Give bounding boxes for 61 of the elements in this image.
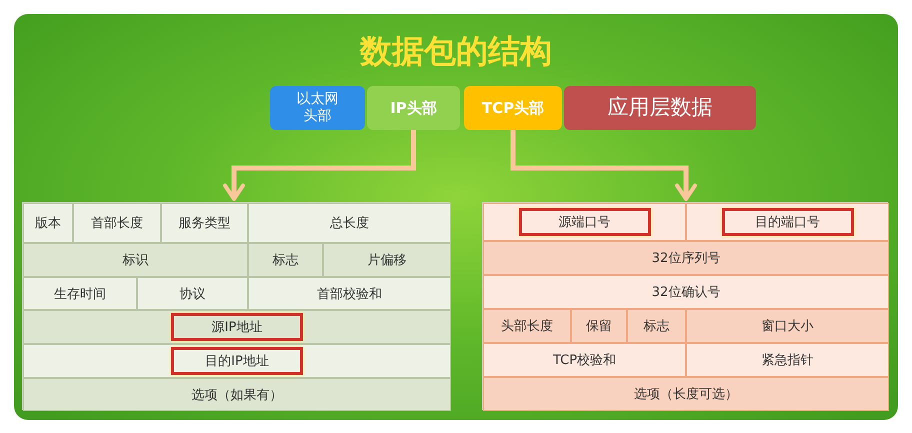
- field-label: 标志: [272, 252, 298, 269]
- field-label: 32位序列号: [652, 250, 720, 267]
- table-cell: [23, 378, 451, 411]
- table-cell: [483, 309, 571, 343]
- segment-box: [564, 86, 756, 130]
- segment-label: IP头部: [390, 99, 437, 117]
- segment-box: [270, 86, 365, 130]
- table-cell: [483, 241, 889, 275]
- field-label: 头部长度: [501, 318, 553, 335]
- segment-box: [464, 86, 562, 130]
- table-cell: [571, 309, 627, 343]
- table-cell: [248, 203, 451, 243]
- field-label: 标识: [122, 252, 148, 269]
- field-label: 服务类型: [178, 215, 230, 232]
- highlighted-field-label: 目的IP地址: [171, 347, 303, 375]
- field-label: TCP校验和: [552, 352, 616, 369]
- segment-box: [367, 86, 460, 130]
- field-label: 首部校验和: [317, 286, 382, 302]
- table-cell: [161, 203, 248, 243]
- arrow: [223, 130, 416, 201]
- field-label: 生存时间: [54, 286, 106, 302]
- table-cell: [483, 275, 889, 309]
- title: 数据包的结构: [360, 31, 552, 72]
- table-cell: [686, 203, 889, 241]
- table-cell: [323, 243, 451, 277]
- arrow: [510, 130, 697, 201]
- field-label: 选项（长度可选）: [634, 386, 738, 403]
- table-cell: [23, 344, 451, 378]
- table-cell: [137, 277, 248, 310]
- segment-label: TCP头部: [482, 99, 544, 117]
- table-cell: [23, 243, 248, 277]
- table-cell: [483, 377, 889, 411]
- highlighted-field-label: 目的端口号: [722, 208, 854, 236]
- highlighted-field-label: 源端口号: [518, 208, 650, 236]
- field-label: 窗口大小: [762, 318, 814, 335]
- header-table: [482, 202, 888, 410]
- table-cell: [483, 343, 686, 377]
- table-cell: [686, 309, 889, 343]
- header-table: [22, 202, 450, 410]
- field-label: 片偏移: [368, 252, 406, 269]
- table-cell: [686, 343, 889, 377]
- table-cell: [248, 277, 451, 310]
- field-label: 协议: [180, 286, 206, 302]
- table-cell: [23, 310, 451, 344]
- field-label: 标志: [644, 318, 670, 335]
- field-label: 紧急指针: [762, 352, 814, 369]
- table-cell: [73, 203, 161, 243]
- field-label: 32位确认号: [652, 284, 720, 301]
- table-cell: [248, 243, 323, 277]
- field-label: 选项（如果有）: [192, 386, 282, 404]
- table-cell: [483, 203, 686, 241]
- highlighted-field-label: 源IP地址: [171, 313, 303, 341]
- table-cell: [23, 203, 73, 243]
- segment-label: 以太网头部: [296, 91, 340, 125]
- field-label: 首部长度: [91, 215, 143, 232]
- table-cell: [627, 309, 686, 343]
- segment-label: 应用层数据: [608, 95, 712, 121]
- table-cell: [23, 277, 137, 310]
- field-label: 总长度: [330, 215, 369, 232]
- field-label: 版本: [35, 215, 61, 232]
- field-label: 保留: [586, 318, 612, 335]
